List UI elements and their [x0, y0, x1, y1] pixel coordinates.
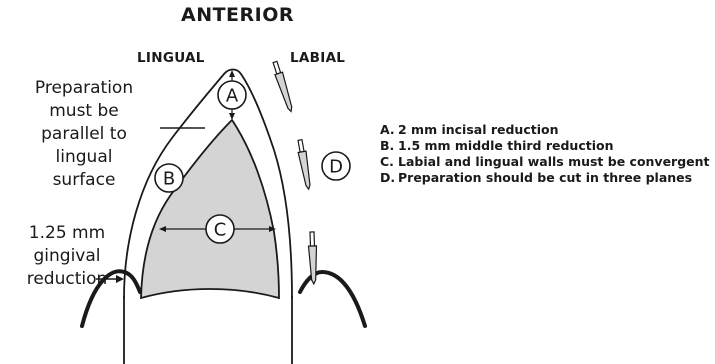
- legend-item: A. 2 mm incisal reduction: [380, 122, 710, 138]
- gingival-arrowhead: [116, 275, 124, 283]
- legend: A. 2 mm incisal reduction B. 1.5 mm midd…: [380, 122, 710, 186]
- legend-text: Preparation should be cut in three plane…: [398, 170, 710, 186]
- legend-letter: C.: [380, 154, 398, 170]
- arrowhead-down: [229, 113, 235, 120]
- legend-item: D. Preparation should be cut in three pl…: [380, 170, 710, 186]
- legend-text: 1.5 mm middle third reduction: [398, 138, 710, 154]
- preparation-shape: [141, 120, 279, 298]
- dental-bur-incisal: [271, 61, 295, 113]
- legend-item: B. 1.5 mm middle third reduction: [380, 138, 710, 154]
- marker-b-label: B: [163, 169, 175, 190]
- dental-bur-middle: [296, 139, 313, 190]
- gum-line-right: [300, 272, 365, 326]
- marker-c-label: C: [214, 220, 227, 241]
- legend-letter: A.: [380, 122, 398, 138]
- arrowhead-up: [229, 70, 235, 77]
- legend-letter: B.: [380, 138, 398, 154]
- marker-a-label: A: [226, 86, 239, 107]
- marker-d-label: D: [329, 157, 343, 178]
- legend-item: C. Labial and lingual walls must be conv…: [380, 154, 710, 170]
- legend-text: Labial and lingual walls must be converg…: [398, 154, 710, 170]
- legend-letter: D.: [380, 170, 398, 186]
- legend-text: 2 mm incisal reduction: [398, 122, 710, 138]
